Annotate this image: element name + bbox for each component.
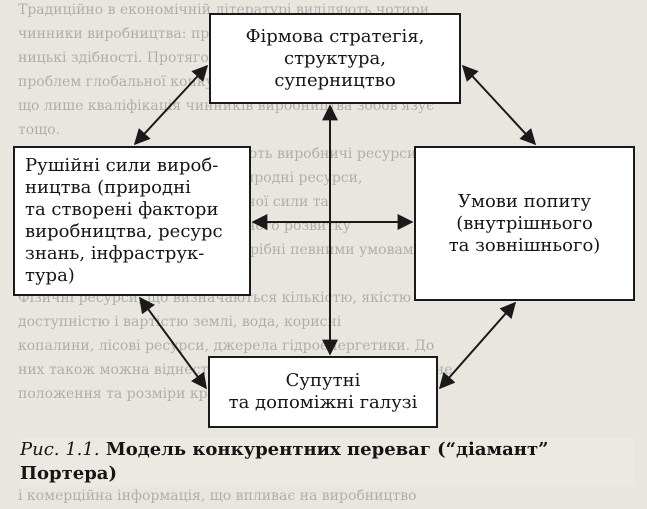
node-demand-conditions-label: Умови попиту (внутрішнього та зовнішньог… [448,190,601,256]
arrow-demand-related [438,301,517,390]
arrow-strategy-factors [133,64,209,146]
figure-caption: Рис. 1.1. Модель конкурентних переваг (“… [20,438,635,486]
node-factor-conditions: Рушійні сили вироб- ництва (природні та … [13,146,251,296]
node-related-industries-label: Супутні та допоміжні галузі [228,370,418,413]
node-firm-strategy-label: Фірмова стратегія, структура, суперництв… [245,25,425,91]
arrow-factors-related [139,296,207,390]
figure-caption-text: Модель конкурентних переваг (“діамант” П… [20,439,549,484]
arrow-strategy-demand [461,64,537,146]
figure-number: Рис. 1.1. [20,439,100,460]
node-demand-conditions: Умови попиту (внутрішнього та зовнішньог… [414,146,635,301]
node-related-industries: Супутні та допоміжні галузі [208,356,438,428]
node-firm-strategy: Фірмова стратегія, структура, суперництв… [209,13,461,104]
node-factor-conditions-label: Рушійні сили вироб- ництва (природні та … [25,155,223,286]
